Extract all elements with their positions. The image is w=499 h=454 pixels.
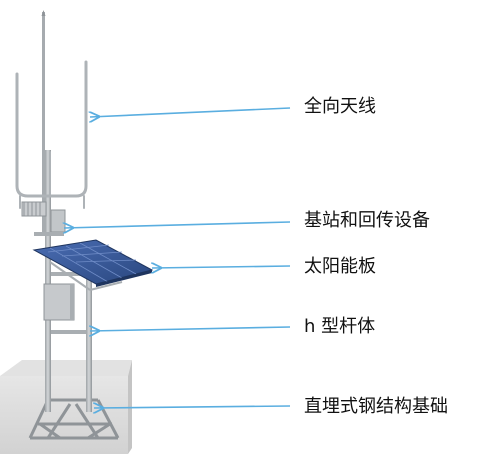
ground-block bbox=[0, 360, 132, 454]
arrow-h-pole bbox=[90, 327, 291, 331]
arrow-foundation bbox=[94, 406, 291, 408]
omni-antenna-frame bbox=[15, 60, 88, 209]
label-h-pole: h 型杆体 bbox=[304, 316, 376, 337]
solar-panel bbox=[32, 239, 154, 291]
arrow-omni-antenna bbox=[90, 107, 291, 117]
arrow-base-station bbox=[64, 221, 291, 228]
arrow-solar-panel bbox=[152, 266, 291, 268]
callout-arrows bbox=[64, 107, 291, 408]
label-foundation: 直埋式钢结构基础 bbox=[304, 396, 448, 417]
label-solar-panel: 太阳能板 bbox=[304, 256, 376, 277]
label-base-station: 基站和回传设备 bbox=[304, 210, 430, 231]
base-station-unit bbox=[21, 201, 66, 236]
main-pole bbox=[41, 10, 92, 412]
control-box bbox=[43, 283, 75, 321]
label-omni-antenna: 全向天线 bbox=[304, 96, 376, 117]
